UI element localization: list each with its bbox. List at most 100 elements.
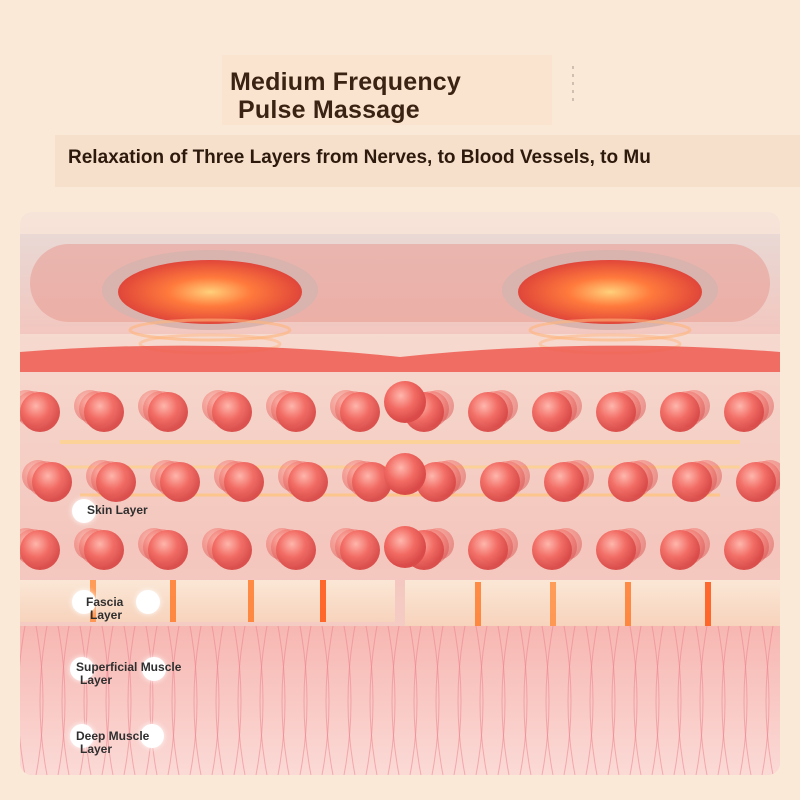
muscle-fiber — [57, 625, 66, 775]
fascia-layer-label-2: Layer — [90, 608, 123, 622]
muscle-fiber — [325, 625, 334, 775]
muscle-fiber — [607, 625, 616, 775]
deep-muscle-label-2: Layer — [80, 742, 113, 756]
muscle-fiber — [563, 625, 572, 775]
pulse-bead-icon — [608, 462, 648, 502]
muscle-fiber — [259, 625, 268, 775]
deep-muscle-label-1: Deep Muscle — [76, 729, 150, 743]
muscle-fiber — [523, 625, 532, 775]
pulse-bead-icon — [20, 530, 60, 570]
muscle-fiber — [83, 625, 92, 775]
pulse-bead-icon — [672, 462, 712, 502]
muscle-fiber — [765, 625, 774, 775]
muscle-fiber — [567, 625, 576, 775]
muscle-fiber — [633, 625, 642, 775]
muscle-fiber — [343, 625, 352, 775]
muscle-fiber — [255, 625, 264, 775]
label-dot — [142, 657, 166, 681]
muscle-layers — [20, 626, 780, 775]
muscle-fiber — [189, 625, 198, 775]
muscle-fiber — [171, 625, 180, 775]
muscle-fiber — [101, 625, 110, 775]
pulse-bead-icon — [340, 392, 380, 432]
muscle-fiber — [655, 625, 664, 775]
muscle-fiber — [347, 625, 356, 775]
muscle-fiber — [739, 625, 748, 775]
muscle-fiber — [303, 625, 312, 775]
muscle-fiber — [61, 625, 70, 775]
pulse-bead-icon — [724, 530, 764, 570]
muscle-fiber — [127, 625, 136, 775]
pulse-bead-icon — [96, 462, 136, 502]
pulse-bead-icon — [384, 526, 426, 568]
pulse-bead-icon — [660, 530, 700, 570]
subtitle-panel — [55, 135, 800, 187]
massage-pad-icon — [102, 250, 318, 355]
pulse-bead-icon — [148, 392, 188, 432]
muscle-fiber — [145, 625, 154, 775]
pulse-bead-icon — [160, 462, 200, 502]
pulse-bead-icon — [340, 530, 380, 570]
muscle-fiber — [211, 625, 220, 775]
skin-layer-label: Skin Layer — [87, 503, 148, 517]
superficial-muscle-label-1: Superficial Muscle — [76, 660, 182, 674]
muscle-fiber — [233, 625, 242, 775]
pulse-bead-icon — [480, 462, 520, 502]
muscle-fiber — [721, 625, 730, 775]
muscle-fiber — [237, 625, 246, 775]
pulse-bead-icon — [384, 453, 426, 495]
label-dot — [70, 724, 94, 748]
muscle-fiber — [365, 625, 374, 775]
muscle-fiber — [79, 625, 88, 775]
muscle-fiber — [435, 625, 444, 775]
title-line-1: Medium Frequency — [230, 68, 462, 96]
pulse-bead-icon — [288, 462, 328, 502]
muscle-fiber — [501, 625, 510, 775]
pulse-bead-icon — [532, 392, 572, 432]
muscle-fiber — [519, 625, 528, 775]
muscle-fiber — [369, 625, 378, 775]
muscle-fiber — [391, 625, 400, 775]
muscle-fiber — [611, 625, 620, 775]
muscle-fiber — [761, 625, 770, 775]
massage-pad-icon — [502, 250, 718, 355]
muscle-fiber — [39, 625, 48, 775]
muscle-fiber — [699, 625, 708, 775]
muscle-fiber — [453, 625, 462, 775]
pulse-bead-icon — [532, 530, 572, 570]
muscle-fiber — [695, 625, 704, 775]
muscle-fiber — [167, 625, 176, 775]
pulse-bead-icon — [84, 392, 124, 432]
decorative-tick — [572, 66, 574, 106]
label-dot — [70, 657, 94, 681]
muscle-fiber — [743, 625, 752, 775]
pulse-bead-icon — [384, 381, 426, 423]
pulse-bead-icon — [148, 530, 188, 570]
muscle-fiber — [677, 625, 686, 775]
pulse-bead-icon — [660, 392, 700, 432]
muscle-fiber — [589, 625, 598, 775]
label-dot — [136, 590, 160, 614]
fascia-band-right — [405, 580, 780, 626]
pulse-bead-icon — [596, 530, 636, 570]
muscle-fiber — [717, 625, 726, 775]
pulse-bead-icon — [212, 530, 252, 570]
muscle-fiber — [629, 625, 638, 775]
title-line-2: Pulse Massage — [238, 96, 420, 124]
illustration-svg — [20, 234, 780, 775]
pulse-bead-icon — [596, 392, 636, 432]
muscle-fiber — [215, 625, 224, 775]
label-dot — [72, 499, 96, 523]
muscle-fiber — [475, 625, 484, 775]
muscle-fiber — [545, 625, 554, 775]
muscle-fiber — [277, 625, 286, 775]
pulse-bead-icon — [212, 392, 252, 432]
skin-layer-beads — [20, 381, 780, 570]
muscle-fiber — [123, 625, 132, 775]
muscle-fiber — [673, 625, 682, 775]
pulse-bead-icon — [468, 392, 508, 432]
muscle-fiber — [479, 625, 488, 775]
muscle-fiber — [585, 625, 594, 775]
pulse-bead-icon — [276, 392, 316, 432]
muscle-fiber — [281, 625, 290, 775]
